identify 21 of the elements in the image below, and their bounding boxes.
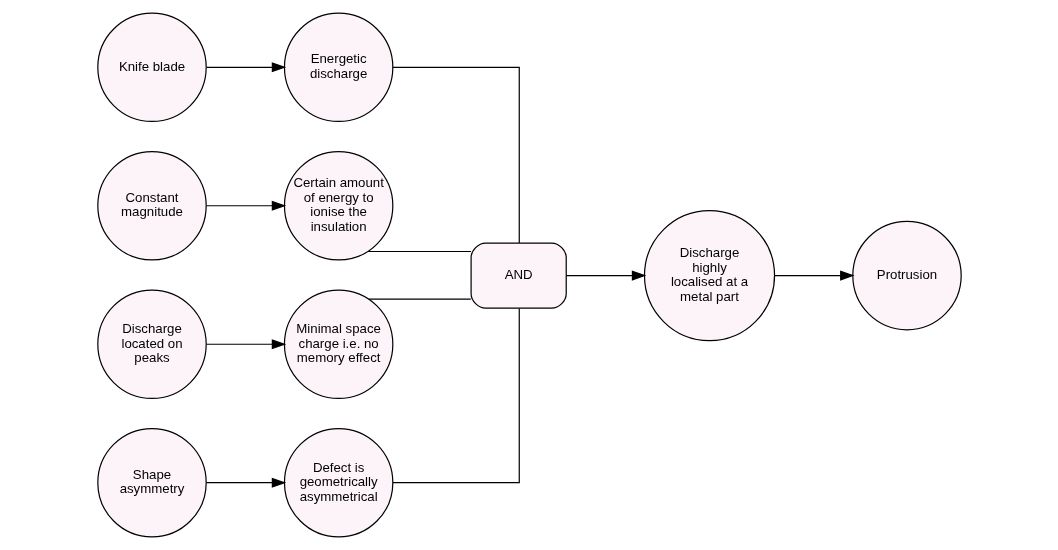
- node-circle: Minimal space charge i.e. no memory effect: [283, 289, 393, 400]
- node-circle: Knife blade: [96, 12, 207, 123]
- arrow: [205, 200, 286, 211]
- node-box: AND: [470, 242, 567, 309]
- arrow: [205, 339, 286, 350]
- node-circle: Shape asymmetry: [96, 427, 207, 538]
- arrow: [773, 270, 855, 281]
- node-circle: Protrusion: [851, 220, 962, 331]
- arrow: [205, 477, 286, 488]
- arrow: [565, 270, 646, 281]
- node-circle: Energetic discharge: [283, 12, 393, 123]
- node-circle: Defect is geometrically asymmetrical: [283, 427, 393, 538]
- connector: [367, 298, 471, 300]
- connector: [391, 307, 520, 484]
- node-circle: Discharge located on peaks: [96, 289, 207, 400]
- arrow: [205, 62, 286, 73]
- node-circle: Discharge highly localised at a metal part: [643, 210, 775, 342]
- node-circle: Certain amount of energy to ionise the insulation: [283, 151, 393, 261]
- node-circle: Constant magnitude: [96, 151, 207, 261]
- connector: [391, 66, 520, 244]
- connector: [366, 250, 472, 253]
